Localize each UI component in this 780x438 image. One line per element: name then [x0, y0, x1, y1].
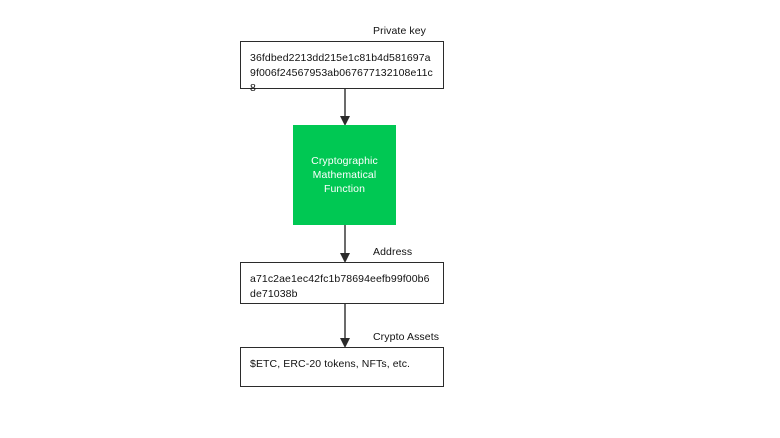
arrow-address-to-assets: [337, 304, 353, 348]
cryptographic-function-box: Cryptographic Mathematical Function: [293, 125, 396, 225]
cryptographic-function-label: Cryptographic Mathematical Function: [311, 155, 378, 195]
address-caption: Address: [373, 246, 413, 258]
private-key-box: 36fdbed2213dd215e1c81b4d581697a9f006f245…: [240, 41, 444, 94]
arrow-private-key-to-function: [337, 89, 353, 126]
private-key-value: 36fdbed2213dd215e1c81b4d581697a9f006f245…: [250, 52, 433, 94]
crypto-assets-value: $ETC, ERC-20 tokens, NFTs, etc.: [250, 358, 411, 370]
address-value: a71c2ae1ec42fc1b78694eefb99f00b6de71038b: [250, 273, 430, 300]
private-key-caption: Private key: [373, 25, 427, 37]
arrow-function-to-address: [337, 225, 353, 263]
address-box: a71c2ae1ec42fc1b78694eefb99f00b6de71038b: [240, 262, 444, 304]
crypto-assets-box: $ETC, ERC-20 tokens, NFTs, etc.: [240, 347, 444, 387]
crypto-assets-caption: Crypto Assets: [373, 331, 440, 343]
